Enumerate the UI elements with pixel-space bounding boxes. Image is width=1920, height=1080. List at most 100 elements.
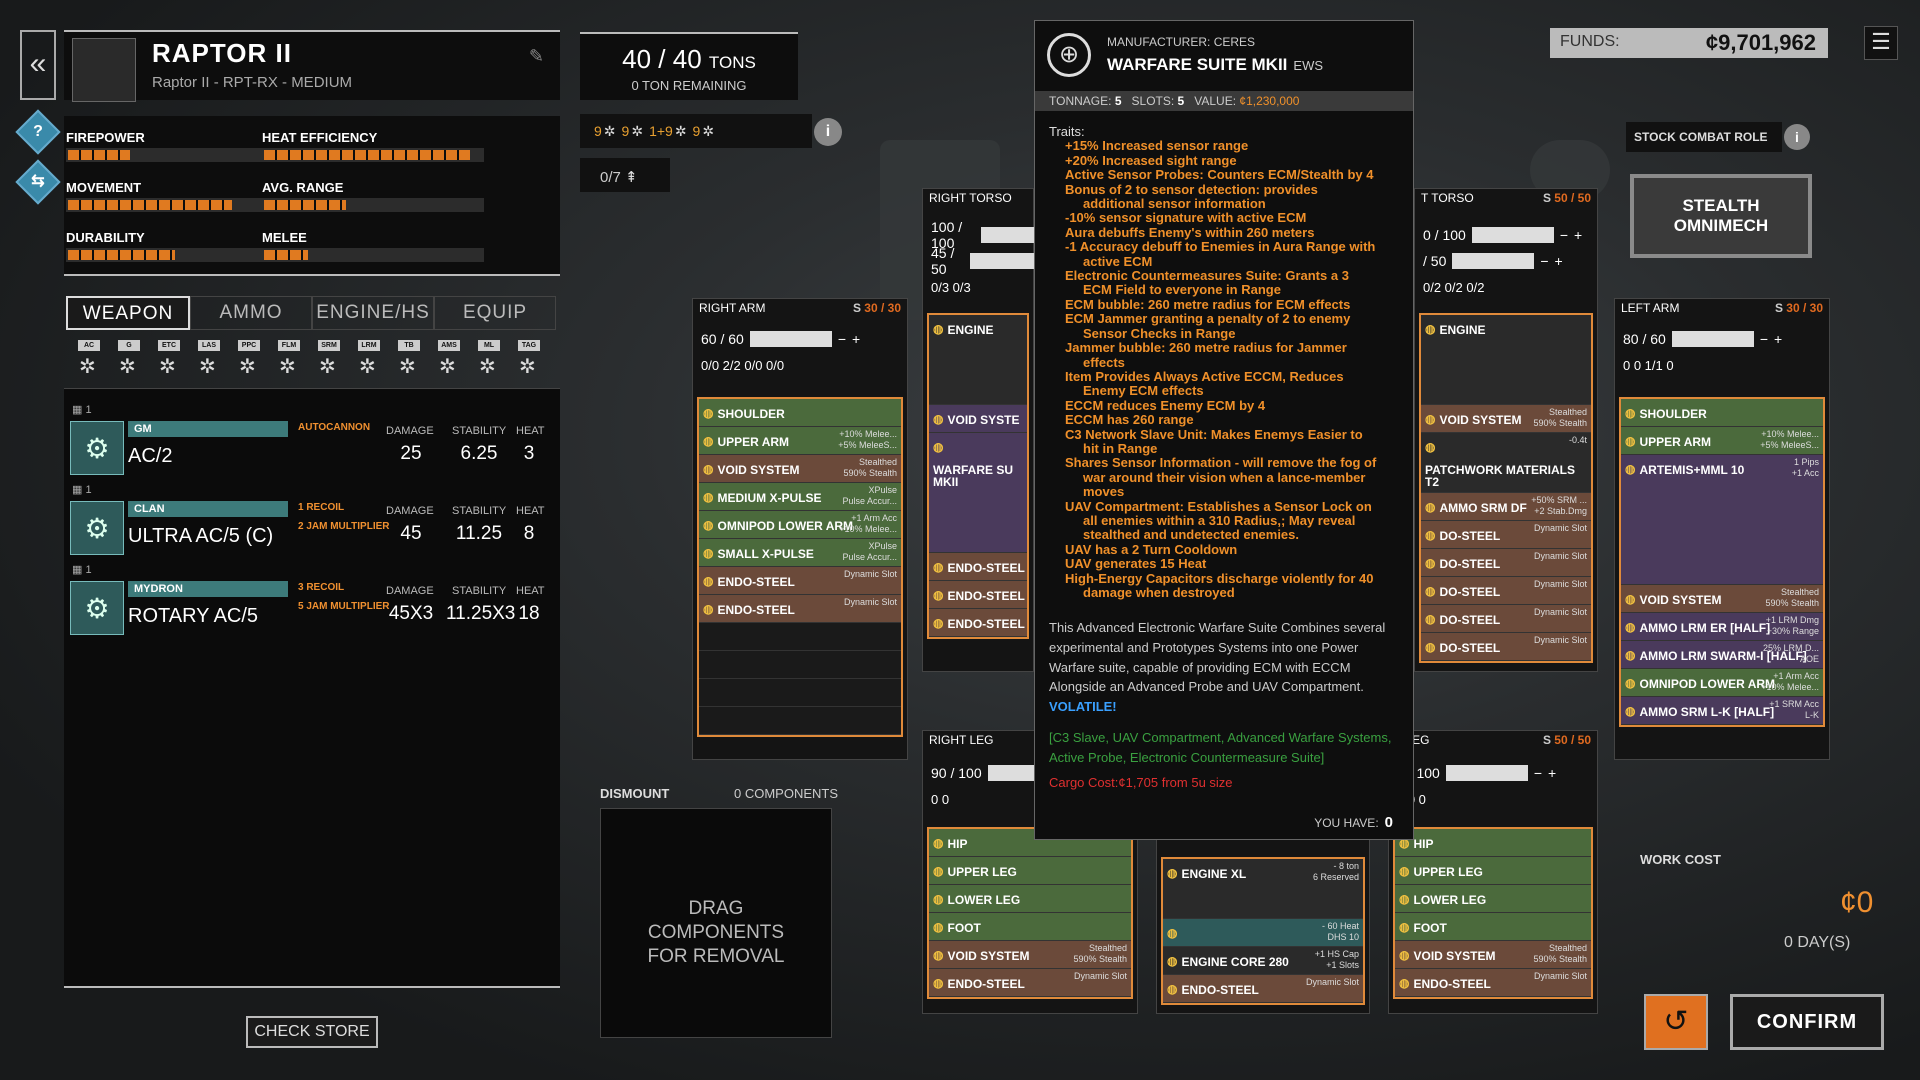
empty-slot[interactable] (699, 679, 901, 707)
armor-slider[interactable] (1445, 765, 1528, 781)
minus-icon[interactable]: − (1540, 253, 1549, 269)
slot-item[interactable]: ◍AMMO LRM SWARM-I [HALF]25% LRM D... AOE (1621, 641, 1823, 669)
filter-flm[interactable]: FLM✲ (270, 340, 306, 378)
slot-item[interactable]: ◍VOID SYSTE (929, 405, 1027, 433)
filter-ml[interactable]: ML✲ (470, 340, 506, 378)
filter-ac[interactable]: AC✲ (70, 340, 106, 378)
filter-las[interactable]: LAS✲ (190, 340, 226, 378)
slot-item[interactable]: ◍ENGINE (1421, 315, 1591, 405)
role-info-icon[interactable]: i (1784, 124, 1810, 150)
plus-icon[interactable]: + (1554, 253, 1563, 269)
filter-lrm[interactable]: LRM✲ (350, 340, 386, 378)
slot-item[interactable]: ◍SHOULDER (1621, 399, 1823, 427)
slot-item[interactable]: ◍EMERGENCY COOLANT SYSTEM- 60 Heat DHS 1… (1163, 919, 1363, 968)
slot-item[interactable]: ◍ENDO-STEEL (929, 581, 1027, 609)
slot-item[interactable]: ◍LOWER LEG (929, 885, 1131, 913)
plus-icon[interactable]: + (852, 331, 861, 347)
slot-item[interactable]: ◍AMMO SRM DF+50% SRM ... +2 Stab.Dmg (1421, 493, 1591, 521)
empty-slot[interactable] (699, 651, 901, 679)
tab-ammo[interactable]: AMMO (190, 296, 312, 330)
armor-slider[interactable] (1471, 227, 1554, 243)
menu-icon[interactable]: ☰ (1864, 26, 1898, 60)
empty-slot[interactable] (699, 623, 901, 651)
slot-item[interactable]: ◍AMMO SRM L-K [HALF]+1 SRM Acc L-K (1621, 697, 1823, 725)
filter-tag[interactable]: TAG✲ (510, 340, 546, 378)
filter-srm[interactable]: SRM✲ (310, 340, 346, 378)
tab-weapon[interactable]: WEAPON (66, 296, 190, 330)
minus-icon[interactable]: − (837, 331, 847, 347)
plus-icon[interactable]: + (1774, 331, 1783, 347)
confirm-button[interactable]: CONFIRM (1730, 994, 1884, 1050)
slot-item[interactable]: ◍ENDO-STEEL (929, 609, 1027, 637)
armor-slider[interactable] (970, 253, 1035, 269)
plus-icon[interactable]: + (1574, 227, 1583, 243)
slot-item[interactable]: ◍HIP (1395, 829, 1591, 857)
manufacturer-value: CERES (1213, 35, 1256, 49)
slot-item[interactable]: ◍OMNIPOD LOWER ARM+1 Arm Acc +10% Melee.… (699, 511, 901, 539)
trait-item: Electronic Countermeasures Suite: Grants… (1049, 268, 1403, 298)
empty-slot[interactable] (699, 707, 901, 735)
plus-icon[interactable]: + (1548, 765, 1557, 781)
filter-etc[interactable]: ETC✲ (150, 340, 186, 378)
filter-tb[interactable]: TB✲ (390, 340, 426, 378)
filter-ppc[interactable]: PPC✲ (230, 340, 266, 378)
tab-enginehs[interactable]: ENGINE/HS (312, 296, 434, 330)
slot-item[interactable]: ◍ENGINE XL- 8 ton 6 Reserved (1163, 859, 1363, 919)
slot-item[interactable]: ◍ENDO-STEEL (929, 553, 1027, 581)
slot-item[interactable]: ◍UPPER ARM+10% Melee... +5% MeleeS... (1621, 427, 1823, 455)
slot-item[interactable]: ◍UPPER ARM+10% Melee... +5% MeleeS... (699, 427, 901, 455)
back-button[interactable]: « (20, 30, 56, 100)
slot-item[interactable]: ◍PATCHWORK MATERIALS T2-0.4t (1421, 433, 1591, 493)
slot-item[interactable]: ◍ENGINE (929, 315, 1027, 405)
filter-ams[interactable]: AMS✲ (430, 340, 466, 378)
undo-button[interactable]: ↺ (1644, 994, 1708, 1050)
slot-item[interactable]: ◍UPPER LEG (1395, 857, 1591, 885)
filter-g[interactable]: G✲ (110, 340, 146, 378)
minus-icon[interactable]: − (1559, 227, 1569, 243)
slot-item[interactable]: ◍WARFARE SU MKII (929, 433, 1027, 553)
slot-item[interactable]: ◍FOOT (929, 913, 1131, 941)
slot-item[interactable]: ◍OMNIPOD LOWER ARM+1 Arm Acc +10% Melee.… (1621, 669, 1823, 697)
slot-item[interactable]: ◍LOWER LEG (1395, 885, 1591, 913)
tonnage-number: 40 / 40 (622, 44, 702, 74)
info-icon[interactable]: i (814, 118, 842, 146)
slot-item[interactable]: ◍AMMO LRM ER [HALF]+1 LRM Dmg +30% Range (1621, 613, 1823, 641)
dismount-dropzone[interactable]: DRAG COMPONENTS FOR REMOVAL (600, 808, 832, 1038)
armor-slider[interactable] (980, 227, 1043, 243)
edit-icon[interactable]: ✎ (528, 46, 544, 66)
slot-item[interactable]: ◍ENGINE CORE 280+1 HS Cap +1 Slots (1163, 947, 1363, 975)
tab-equip[interactable]: EQUIP (434, 296, 556, 330)
minus-icon[interactable]: − (1759, 331, 1769, 347)
armor-slider[interactable] (749, 331, 832, 347)
check-store-button[interactable]: CHECK STORE (246, 1016, 378, 1048)
slot-item[interactable]: ◍SHOULDER (699, 399, 901, 427)
minus-icon[interactable]: − (1533, 765, 1543, 781)
armor-slider[interactable] (1671, 331, 1754, 347)
slot-item[interactable]: ◍UPPER LEG (929, 857, 1131, 885)
slot-item[interactable]: ◍FOOT (1395, 913, 1591, 941)
dismount-hint: DRAG COMPONENTS FOR REMOVAL (647, 898, 785, 967)
armor-slider[interactable] (1452, 253, 1535, 269)
